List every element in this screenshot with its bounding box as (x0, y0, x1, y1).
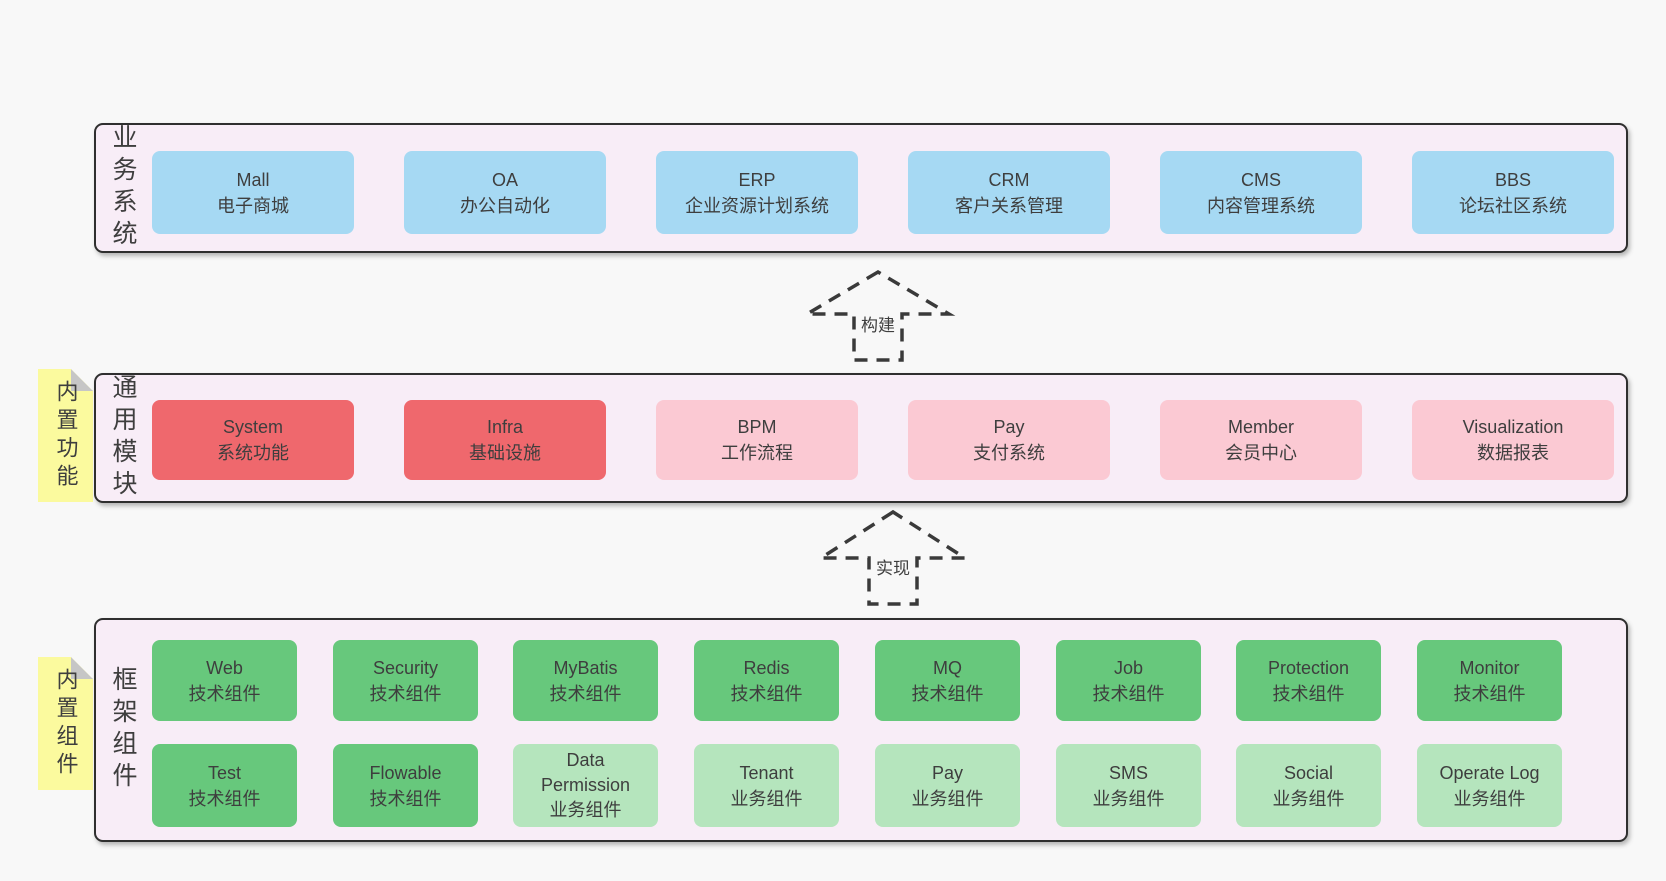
node-tenant: Tenant 业务组件 (694, 744, 839, 827)
layer-common-modules: 通用模块 System 系统功能 Infra 基础设施 BPM 工作流程 Pay… (94, 373, 1628, 503)
node-name: Test (207, 762, 241, 783)
node-bpm: BPM 工作流程 (656, 400, 858, 480)
node-sub: 企业资源计划系统 (685, 195, 829, 216)
node-sub: 技术组件 (1272, 683, 1345, 704)
node-sub: 技术组件 (1453, 683, 1526, 704)
sticky-note-builtin-components: 内置组件 (38, 657, 93, 790)
node-sub: 支付系统 (973, 443, 1045, 463)
node-crm: CRM 客户关系管理 (908, 151, 1110, 234)
node-name: CRM (988, 169, 1030, 190)
node-monitor: Monitor 技术组件 (1417, 640, 1562, 721)
node-sub: 数据报表 (1477, 443, 1549, 463)
node-redis: Redis 技术组件 (694, 640, 839, 721)
node-bbs: BBS 论坛社区系统 (1412, 151, 1614, 234)
node-name: Flowable (369, 762, 442, 783)
node-name: BBS (1494, 169, 1532, 190)
node-sub: 业务组件 (1092, 788, 1165, 809)
node-name: Tenant (739, 762, 794, 783)
node-sub: 技术组件 (730, 683, 803, 704)
node-cms: CMS 内容管理系统 (1160, 151, 1362, 234)
node-operate-log: Operate Log 业务组件 (1417, 744, 1562, 827)
arrow-label-implement: 实现 (876, 559, 910, 578)
node-sub: 基础设施 (469, 443, 541, 463)
arrow-label-build: 构建 (861, 316, 895, 335)
node-job: Job 技术组件 (1056, 640, 1201, 721)
node-name: SMS (1108, 762, 1148, 783)
node-flowable: Flowable 技术组件 (333, 744, 478, 827)
layer-business-title: 业务系统 (109, 124, 137, 252)
node-name: System (222, 417, 283, 437)
node-sub: 业务组件 (549, 800, 622, 820)
node-security: Security 技术组件 (333, 640, 478, 721)
node-name: Web (206, 657, 243, 678)
node-sub: 技术组件 (188, 683, 261, 704)
node-oa: OA 办公自动化 (404, 151, 606, 234)
dashed-up-arrow-implement (815, 509, 971, 606)
node-name: Pay (931, 762, 964, 783)
node-name: Mall (236, 169, 270, 190)
node-sub: 技术组件 (369, 788, 442, 809)
node-sms: SMS 业务组件 (1056, 744, 1201, 827)
node-sub: 技术组件 (911, 683, 984, 704)
node-erp: ERP 企业资源计划系统 (656, 151, 858, 234)
node-social: Social 业务组件 (1236, 744, 1381, 827)
layer-framework-title: 框架组件 (109, 666, 137, 794)
node-name: CMS (1241, 169, 1281, 190)
dashed-up-arrow-build (800, 269, 956, 362)
node-sub: 论坛社区系统 (1459, 195, 1567, 216)
node-sub: 技术组件 (549, 683, 622, 704)
node-protection: Protection 技术组件 (1236, 640, 1381, 721)
node-sub: 业务组件 (1272, 788, 1345, 809)
node-visualization: Visualization 数据报表 (1412, 400, 1614, 480)
node-name: MQ (933, 657, 962, 678)
node-sub: 电子商城 (217, 195, 289, 216)
node-infra: Infra 基础设施 (404, 400, 606, 480)
node-name: Operate Log (1439, 762, 1540, 783)
layer-business-systems: 业务系统 Mall 电子商城 OA 办公自动化 ERP 企业资源计划系统 CRM… (94, 123, 1628, 253)
node-name: Visualization (1462, 417, 1564, 437)
node-test: Test 技术组件 (152, 744, 297, 827)
layer-framework-components: 框架组件 Web 技术组件 Security 技术组件 MyBatis 技术组件… (94, 618, 1628, 842)
node-name: Data Permission (540, 750, 631, 795)
node-web: Web 技术组件 (152, 640, 297, 721)
node-name: Security (372, 657, 439, 678)
node-member: Member 会员中心 (1160, 400, 1362, 480)
node-sub: 技术组件 (188, 788, 261, 809)
node-sub: 客户关系管理 (955, 195, 1063, 216)
node-mq: MQ 技术组件 (875, 640, 1020, 721)
node-pay-component: Pay 业务组件 (875, 744, 1020, 827)
node-sub: 业务组件 (911, 788, 984, 809)
node-mybatis: MyBatis 技术组件 (513, 640, 658, 721)
sticky-note-builtin-features: 内置功能 (38, 369, 93, 502)
node-sub: 内容管理系统 (1207, 195, 1315, 216)
node-sub: 技术组件 (369, 683, 442, 704)
node-sub: 业务组件 (1453, 788, 1526, 809)
node-sub: 工作流程 (721, 443, 793, 463)
node-sub: 技术组件 (1092, 683, 1165, 704)
node-sub: 会员中心 (1225, 443, 1297, 463)
sticky-note-text: 内置功能 (53, 379, 79, 492)
node-system: System 系统功能 (152, 400, 354, 480)
node-name: Social (1283, 762, 1334, 783)
node-name: Monitor (1459, 657, 1520, 678)
node-data-permission: Data Permission 业务组件 (513, 744, 658, 827)
layer-modules-title: 通用模块 (109, 374, 137, 502)
node-name: Member (1227, 417, 1294, 437)
node-pay-system: Pay 支付系统 (908, 400, 1110, 480)
node-name: Protection (1267, 657, 1350, 678)
node-name: Redis (743, 657, 790, 678)
sticky-note-text: 内置组件 (53, 667, 79, 780)
node-name: Job (1113, 657, 1144, 678)
node-name: Pay (993, 417, 1025, 437)
node-sub: 业务组件 (730, 788, 803, 809)
node-name: MyBatis (553, 657, 618, 678)
node-mall: Mall 电子商城 (152, 151, 354, 234)
node-name: ERP (738, 169, 776, 190)
node-name: OA (491, 169, 518, 190)
node-name: BPM (737, 417, 777, 437)
node-name: Infra (486, 417, 524, 437)
node-sub: 办公自动化 (460, 195, 550, 216)
node-sub: 系统功能 (217, 443, 289, 463)
